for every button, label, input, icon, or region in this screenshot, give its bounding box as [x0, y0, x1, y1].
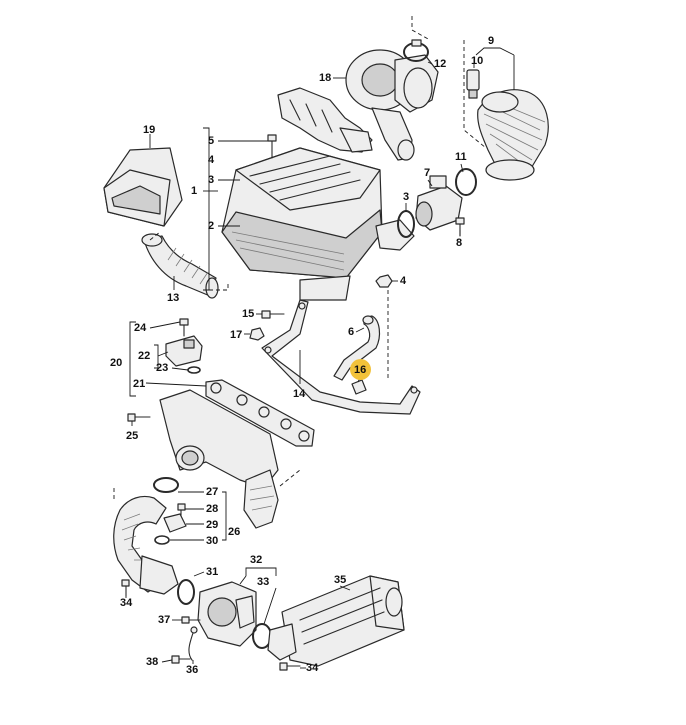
nut-4	[375, 274, 393, 288]
callout-20[interactable]: 20	[110, 357, 123, 369]
bolt-38	[171, 655, 191, 664]
hose-6	[333, 315, 381, 381]
callout-32[interactable]: 32	[250, 554, 263, 566]
clip-16	[351, 379, 367, 395]
callout-33[interactable]: 33	[257, 576, 270, 588]
callout-26[interactable]: 26	[228, 526, 241, 538]
sensor-22	[165, 335, 203, 367]
air-intake-snorkel	[103, 147, 183, 227]
callout-25[interactable]: 25	[126, 430, 139, 442]
callout-31[interactable]: 31	[206, 566, 219, 578]
bolt-15	[261, 310, 285, 319]
callout-7[interactable]: 7	[424, 167, 431, 179]
highlight-marker	[350, 359, 371, 380]
turbocharger	[277, 49, 439, 161]
callout-19[interactable]: 19	[143, 124, 156, 136]
callout-2[interactable]: 2	[208, 220, 215, 232]
callout-29[interactable]: 29	[206, 519, 219, 531]
callout-9[interactable]: 9	[488, 35, 495, 47]
bolt-34-left	[121, 579, 130, 597]
callout-17[interactable]: 17	[230, 329, 243, 341]
charge-air-pipe	[113, 495, 179, 595]
callout-8[interactable]: 8	[456, 237, 463, 249]
bolt-24	[179, 318, 189, 337]
seal-23	[187, 366, 201, 374]
bolt-5	[267, 134, 277, 159]
callout-22[interactable]: 22	[138, 350, 151, 362]
callout-38[interactable]: 38	[146, 656, 159, 668]
clamp-11	[455, 168, 477, 196]
callout-5[interactable]: 5	[208, 135, 215, 147]
bolt-25	[127, 413, 151, 422]
callout-37[interactable]: 37	[158, 614, 171, 626]
callout-16[interactable]: 16	[354, 364, 367, 376]
callout-14[interactable]: 14	[293, 388, 306, 400]
callout-4[interactable]: 4	[400, 275, 407, 287]
bolt-34-right	[279, 662, 301, 671]
clamp-12	[403, 39, 429, 62]
air-mass-meter	[415, 175, 463, 231]
throttle-valve	[197, 581, 257, 647]
callout-12[interactable]: 12	[434, 58, 447, 70]
callout-30[interactable]: 30	[206, 535, 219, 547]
leader-lines	[113, 16, 515, 669]
gasket-21	[205, 379, 315, 447]
sensor-29	[163, 513, 187, 533]
nut-17	[249, 327, 265, 341]
intake-manifold	[159, 389, 279, 529]
callout-3[interactable]: 3	[208, 174, 215, 186]
bolt-37	[181, 616, 201, 624]
air-filter-housing	[221, 147, 415, 301]
callout-18[interactable]: 18	[319, 72, 332, 84]
clamp-27	[153, 477, 179, 493]
callout-24[interactable]: 24	[134, 322, 147, 334]
callout-10[interactable]: 10	[471, 55, 484, 67]
intake-hose-13	[141, 233, 219, 299]
callout-28[interactable]: 28	[206, 503, 219, 515]
callout-35[interactable]: 35	[334, 574, 347, 586]
callout-34[interactable]: 34	[120, 597, 133, 609]
callout-21[interactable]: 21	[133, 378, 146, 390]
bracket-14	[261, 299, 421, 415]
charge-air-cooler	[267, 575, 405, 667]
callout-11[interactable]: 11	[455, 151, 467, 163]
callout-3[interactable]: 3	[403, 191, 410, 203]
callout-27[interactable]: 27	[206, 486, 219, 498]
callout-4[interactable]: 4	[208, 154, 215, 166]
intake-hose-9	[477, 89, 549, 181]
seal-30	[154, 535, 170, 545]
hose-36	[188, 626, 198, 661]
callout-36[interactable]: 36	[186, 664, 199, 676]
callout-15[interactable]: 15	[242, 308, 255, 320]
seal-31	[177, 579, 195, 605]
callout-1[interactable]: 1	[191, 185, 198, 197]
callout-23[interactable]: 23	[156, 362, 169, 374]
callout-13[interactable]: 13	[167, 292, 180, 304]
callout-34[interactable]: 34	[306, 662, 319, 674]
sensor-10	[466, 69, 480, 99]
callout-6[interactable]: 6	[348, 326, 355, 338]
